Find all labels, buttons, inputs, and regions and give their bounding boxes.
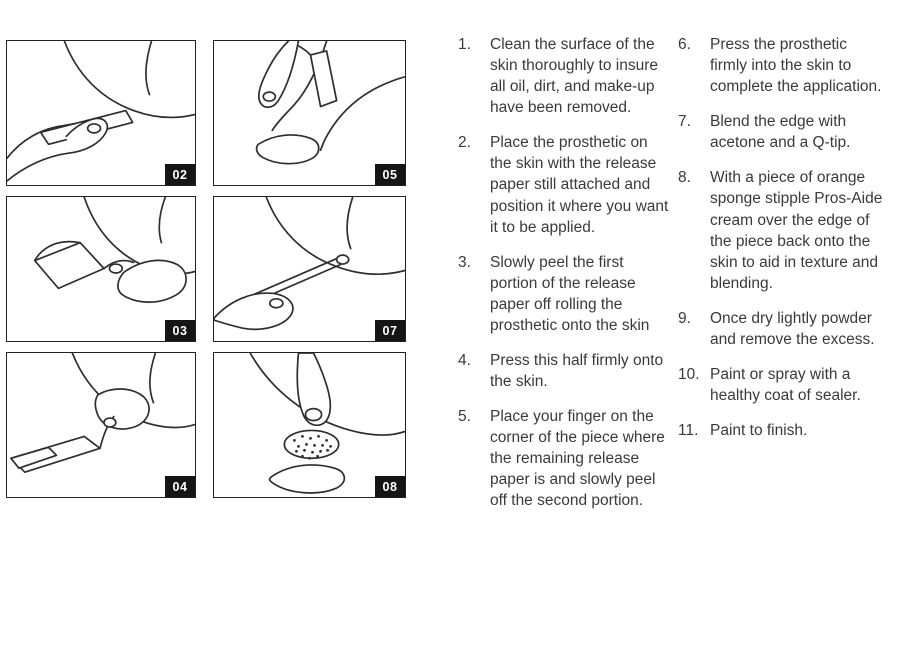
instruction-item-10: 10. Paint or spray with a healthy coat o… [678,364,888,406]
instruction-item-8: 8. With a piece of orange sponge stipple… [678,167,888,293]
step-panel-05: 05 [213,40,406,186]
finger-pressing-stipple-sponge-drawing [249,353,405,494]
instruction-number: 4. [458,352,471,370]
hand-with-qtip-drawing [214,197,405,331]
instruction-text: Slowly peel the first portion of the rel… [490,253,650,334]
instruction-text: With a piece of orange sponge stipple Pr… [710,169,883,292]
instruction-text: Clean the surface of the skin thoroughly… [490,36,659,117]
instruction-number: 11. [678,422,699,440]
instruction-number: 3. [458,253,471,271]
instruction-text: Place your finger on the corner of the p… [490,408,665,510]
instruction-text: Paint or spray with a healthy coat of se… [710,366,861,405]
step-panel-02: 02 [6,40,196,186]
instruction-item-6: 6. Press the prosthetic firmly into the … [678,34,888,97]
instruction-item-2: 2. Place the prosthetic on the skin with… [458,132,670,237]
step-badge: 03 [165,320,195,341]
step-panel-03: 03 [6,196,196,342]
instruction-number: 8. [678,169,691,187]
instruction-number: 6. [678,36,691,53]
instruction-number: 9. [678,309,691,327]
hands-placing-prosthetic-drawing [7,41,195,182]
instruction-text: Place the prosthetic on the skin with th… [490,134,669,236]
hand-lifting-release-paper-drawing [33,197,195,303]
instructions-column-1: 1. Clean the surface of the skin thoroug… [458,34,670,512]
instruction-text: Paint to finish. [710,422,808,440]
step-badge: 05 [375,164,405,185]
step-badge: 04 [165,476,195,497]
step-badge: 07 [375,320,405,341]
illustration-grid: 02 05 [6,40,406,498]
instruction-number: 10. [678,366,700,384]
instruction-item-7: 7. Blend the edge with acetone and a Q-t… [678,111,888,153]
instruction-number: 2. [458,134,471,152]
fingers-peeling-paper-drawing [255,41,405,165]
instruction-number: 5. [458,408,471,426]
instruction-text: Press this half firmly onto the skin. [490,352,664,391]
instruction-item-5: 5. Place your finger on the corner of th… [458,406,670,511]
step-panel-07: 07 [213,196,406,342]
instruction-number: 7. [678,113,691,131]
instruction-text: Blend the edge with acetone and a Q-tip. [710,113,851,152]
instruction-item-9: 9. Once dry lightly powder and remove th… [678,308,888,350]
instruction-item-4: 4. Press this half firmly onto the skin. [458,350,670,392]
step-badge: 02 [165,164,195,185]
instructions-column-2: 6. Press the prosthetic firmly into the … [678,34,888,441]
instruction-item-3: 3. Slowly peel the first portion of the … [458,252,670,336]
instruction-item-1: 1. Clean the surface of the skin thoroug… [458,34,670,118]
instruction-item-11: 11. Paint to finish. [678,420,888,441]
instruction-text: Once dry lightly powder and remove the e… [710,309,875,348]
instruction-number: 1. [458,36,471,53]
step-panel-08: 08 [213,352,406,498]
instruction-text: Press the prosthetic firmly into the ski… [710,36,882,96]
step-panel-04: 04 [6,352,196,498]
step-badge: 08 [375,476,405,497]
hand-pulling-paper-strip-drawing [10,353,195,474]
